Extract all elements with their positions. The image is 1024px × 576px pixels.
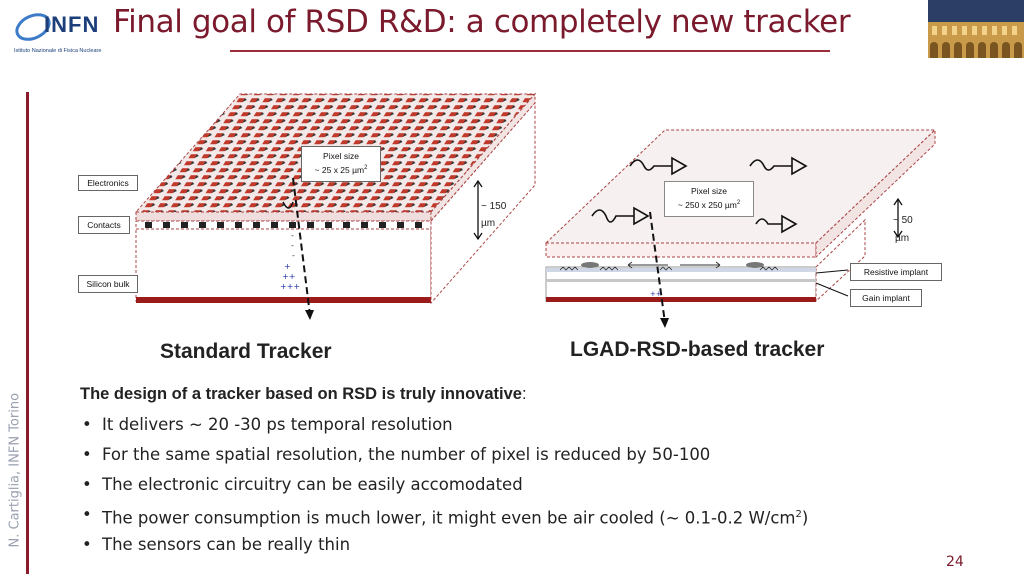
infn-ring-icon (15, 13, 51, 41)
list-item: • It delivers ~ 20 -30 ps temporal resolu… (80, 410, 980, 440)
std-pixel-size-exp: 2 (364, 165, 368, 172)
bullet-dot: • (82, 415, 92, 434)
neg-charge: - (292, 251, 295, 260)
rsd-pixel-size-value: ~ 250 x 250 µm (677, 200, 737, 210)
gain-implant-label: Gain implant (850, 289, 922, 307)
std-thickness-unit: µm (481, 218, 496, 229)
bullet-text: The sensors can be really thin (102, 535, 351, 554)
rsd-tracker-caption: LGAD-RSD-based tracker (570, 338, 825, 361)
bullet-list: The design of a tracker based on RSD is … (80, 385, 980, 560)
infn-logo: INFN Istituto Nazionale di Fisica Nuclea… (14, 8, 104, 60)
slide-title: Final goal of RSD R&D: a completely new … (113, 4, 851, 40)
bullet-text: The power consumption is much lower, it … (102, 508, 796, 528)
logo-text: INFN (44, 12, 100, 37)
rsd-thickness-value: ~ 50 (893, 215, 913, 226)
bullet-tail: ) (801, 508, 809, 528)
std-pixel-size-value: ~ 25 x 25 µm (314, 165, 365, 175)
rsd-thickness-unit: µm (895, 233, 910, 244)
std-thickness-value: ~ 150 (481, 201, 507, 212)
bullet-dot: • (82, 505, 92, 524)
neg-charge: - (291, 231, 294, 240)
electronics-label: Electronics (78, 175, 138, 191)
bullet-dot: • (82, 475, 92, 494)
bullet-dot: • (82, 535, 92, 554)
bullet-text: The electronic circuitry can be easily a… (102, 475, 523, 494)
bullet-text: For the same spatial resolution, the num… (102, 445, 711, 464)
neg-charge: - (291, 241, 294, 250)
rsd-pixel-size-title: Pixel size (691, 186, 727, 196)
pos-charge: +++ (280, 282, 300, 291)
list-item: • For the same spatial resolution, the nu… (80, 440, 980, 470)
bullet-exp: 2 (795, 509, 802, 520)
standard-tracker-diagram: - - - + ++ +++ (134, 92, 537, 320)
page-number: 24 (946, 554, 964, 570)
left-accent-bar (26, 92, 29, 574)
title-underline (230, 50, 830, 52)
pos-charge: + (284, 262, 291, 271)
silicon-bulk-label: Silicon bulk (78, 275, 138, 293)
author-footer: N. Cartiglia, INFN Torino (7, 392, 23, 548)
building-photo-icon (928, 0, 1024, 58)
rsd-pos-charge: ++ (650, 290, 662, 298)
rsd-pixel-size-label: Pixel size ~ 250 x 250 µm2 (664, 181, 754, 217)
bullet-dot: • (82, 445, 92, 464)
contacts-label: Contacts (78, 216, 130, 234)
logo-subtext: Istituto Nazionale di Fisica Nucleare (14, 48, 102, 54)
intro-line: The design of a tracker based on RSD is … (80, 385, 980, 404)
list-item: • The sensors can be really thin (80, 530, 980, 560)
intro-tail: : (521, 385, 527, 403)
list-item: • The electronic circuitry can be easily … (80, 470, 980, 500)
list-item: • The power consumption is much lower, it… (80, 500, 980, 530)
bullet-text: It delivers ~ 20 -30 ps temporal resolut… (102, 415, 453, 434)
std-pixel-size-label: Pixel size ~ 25 x 25 µm2 (301, 146, 381, 182)
standard-tracker-caption: Standard Tracker (160, 340, 332, 363)
resistive-implant-label: Resistive implant (850, 263, 942, 281)
rsd-pixel-size-exp: 2 (736, 200, 741, 207)
std-pixel-size-title: Pixel size (323, 151, 359, 161)
intro-bold: The design of a tracker based on RSD is … (80, 385, 522, 403)
pos-charge: ++ (282, 272, 295, 281)
